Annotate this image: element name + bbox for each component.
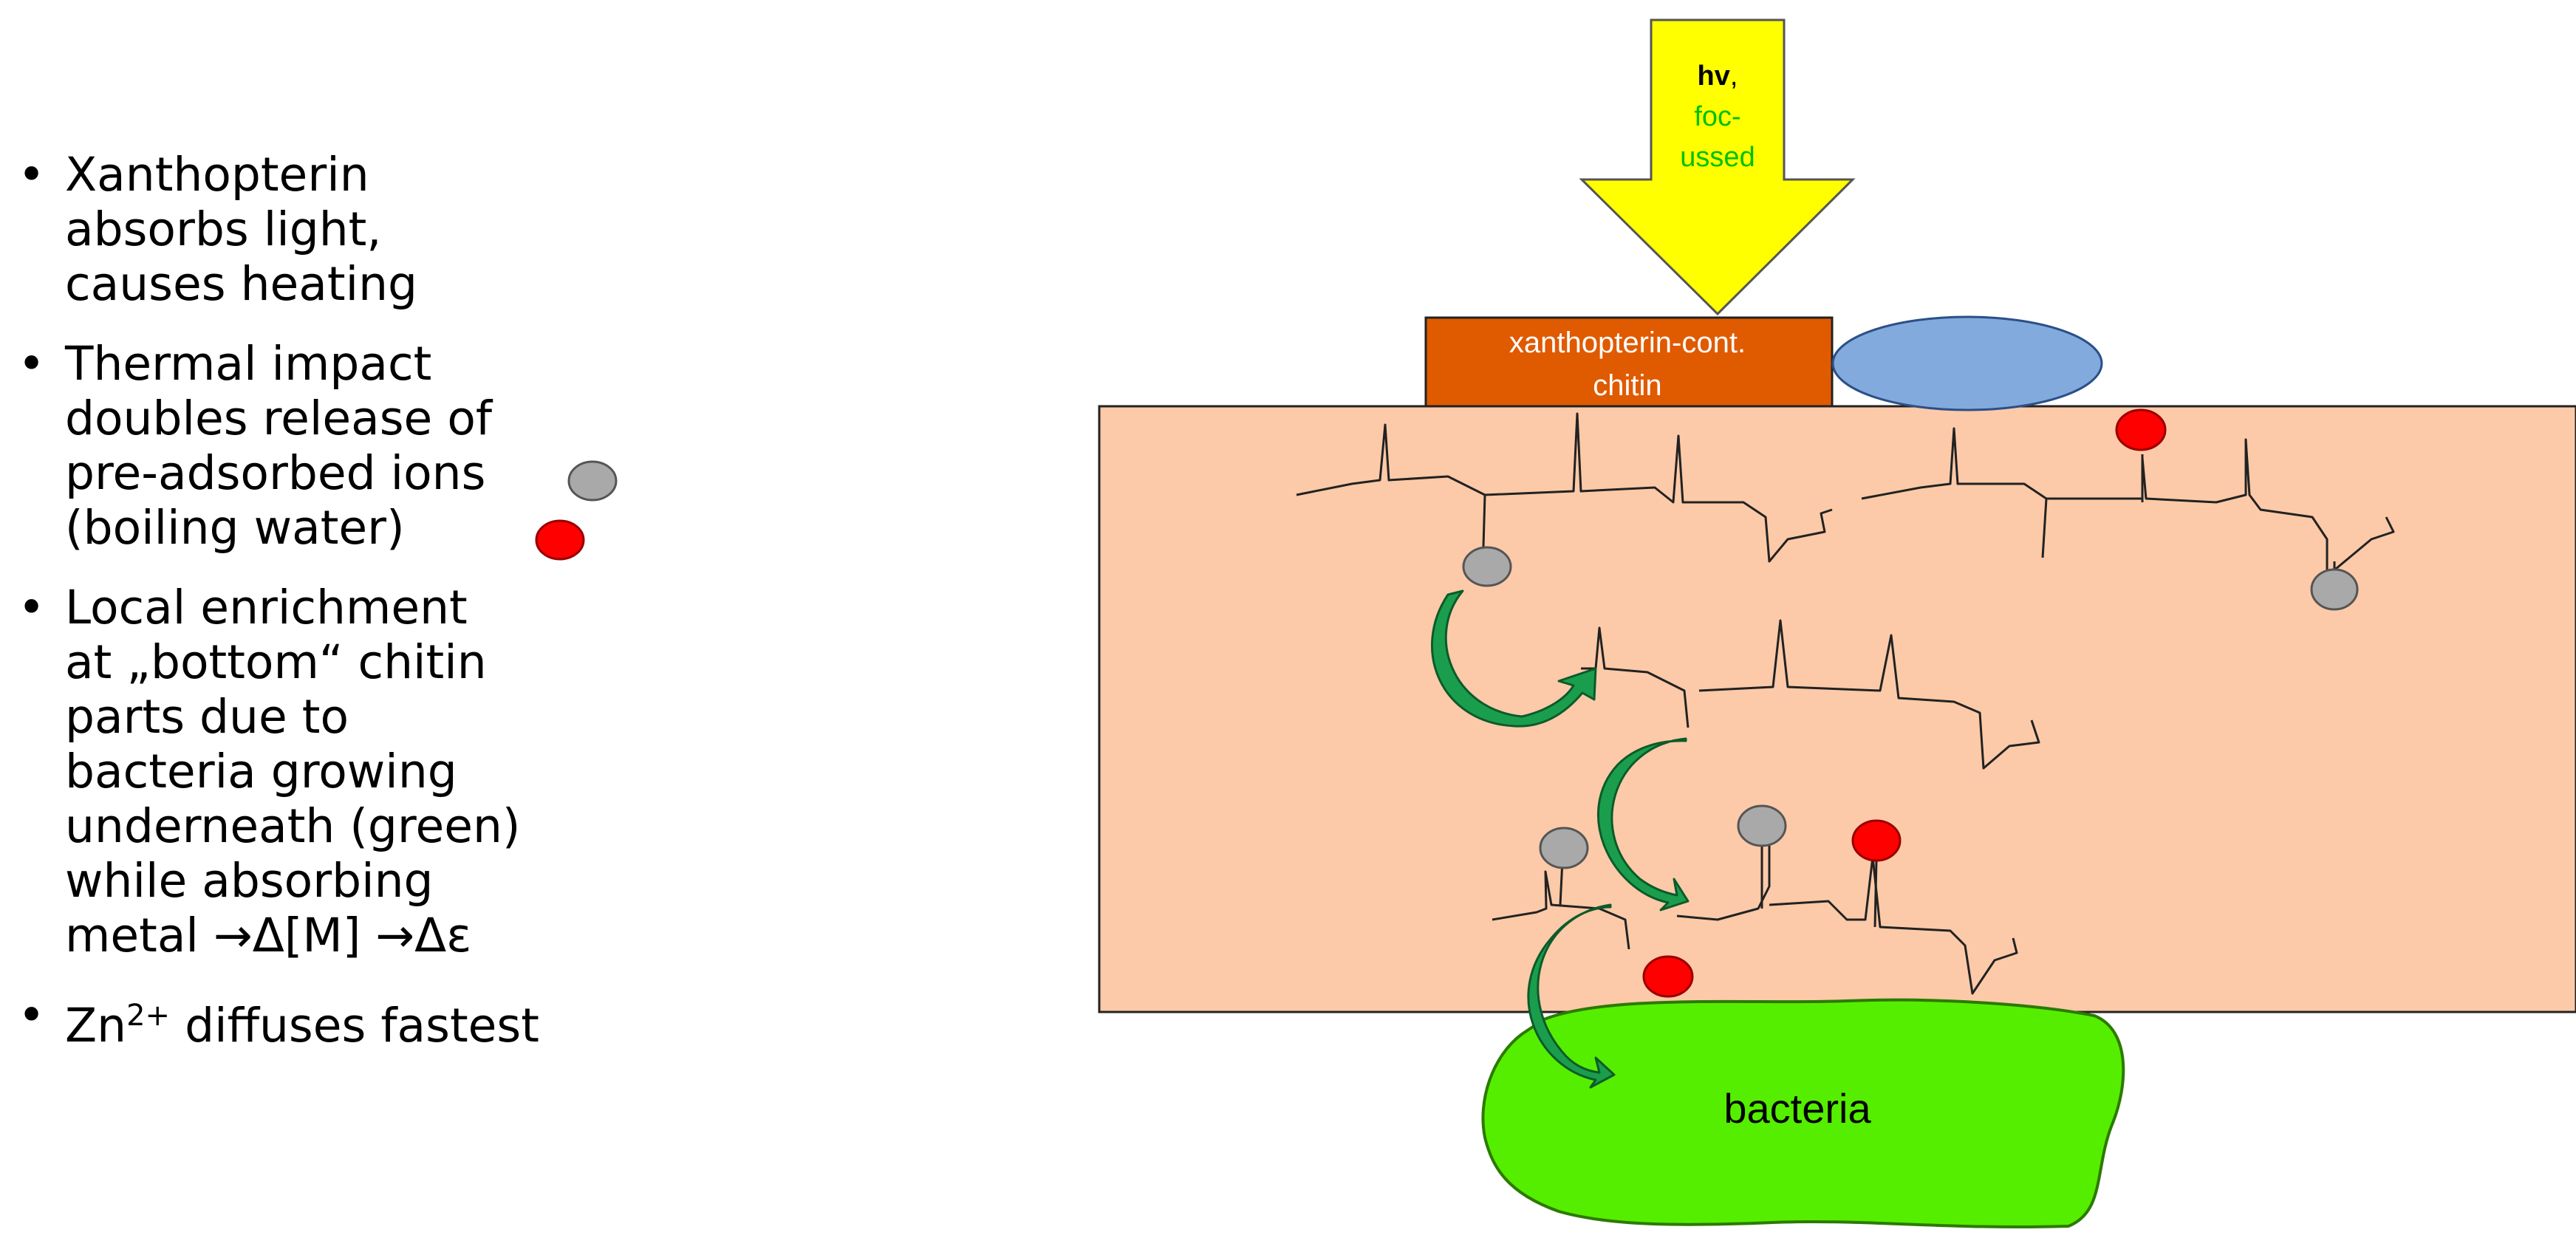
bullet-4-superscript: 2+ [126, 999, 171, 1033]
diffusion-arrow-3-icon [1527, 903, 1616, 1089]
blue-oval [1831, 315, 2103, 411]
bullet-3-line-2: at „bottom“ chitin [65, 635, 487, 689]
red-ion [2115, 408, 2167, 451]
diffusion-arrow-1-icon [1431, 589, 1597, 728]
bullet-2-line-3: pre-adsorbed ions [65, 446, 486, 500]
ion-stick [1873, 860, 1878, 928]
legend-gray-ion [567, 460, 618, 502]
arrow-label-comma: , [1730, 61, 1738, 92]
bullet-1-line-2: absorbs light, [65, 202, 382, 256]
gray-ion [1539, 827, 1589, 869]
gray-ion [1462, 546, 1512, 587]
chitin-chain-4 [1492, 835, 2018, 995]
bullet-dot: • [18, 581, 46, 635]
gray-ion [1737, 804, 1787, 847]
bullet-3-line-3: parts due to [65, 690, 349, 744]
chitin-label-line-2: chitin [1593, 369, 1661, 402]
bullet-2-line-4: (boiling water) [65, 501, 405, 555]
bullet-item-3: • Local enrichment at „bottom“ chitin pa… [7, 581, 569, 963]
arrow-label-hv: hv, [1698, 61, 1738, 92]
arrow-label-line-2: foc- [1694, 101, 1740, 132]
bullet-dot: • [18, 148, 46, 202]
diffusion-arrow-2-icon [1597, 737, 1690, 912]
bullet-2-line-1: Thermal impact [65, 337, 432, 391]
chitin-substrate [1098, 405, 2576, 1013]
bullet-dot: • [18, 337, 46, 391]
bullet-dot: • [18, 988, 46, 1042]
bullet-4-text-rest: diffuses fastest [170, 999, 539, 1053]
arrow-label-line-3: ussed [1680, 142, 1755, 173]
bullet-3-line-1: Local enrichment [65, 581, 468, 635]
bullet-item-4: • Zn2+ diffuses fastest [7, 988, 569, 1053]
chitin-label-line-1: xanthopterin-cont. [1509, 326, 1746, 359]
chitin-chain-2 [1861, 427, 2395, 578]
bacteria-label: bacteria [1723, 1085, 1871, 1132]
gray-ion [2310, 568, 2359, 611]
bullet-item-1: • Xanthopterin absorbs light, causes hea… [7, 148, 569, 312]
bullet-2-line-2: doubles release of [65, 391, 493, 445]
red-ion [1851, 819, 1902, 862]
red-ion [1642, 955, 1694, 998]
xanthopterin-chitin-block [1424, 316, 1834, 408]
bullet-3-line-4: bacteria growing [65, 745, 457, 798]
bullet-list: • Xanthopterin absorbs light, causes hea… [7, 148, 569, 1078]
arrow-label-hv-bold: hv [1698, 61, 1730, 92]
bullet-3-line-5: underneath (green) [65, 799, 521, 853]
bullet-item-2: • Thermal impact doubles release of pre-… [7, 337, 569, 555]
bullet-4-text-zn: Zn [65, 999, 127, 1053]
bacteria-blob [1481, 998, 2125, 1229]
bullet-1-line-1: Xanthopterin [65, 148, 369, 202]
legend-red-ion [535, 519, 585, 561]
bullet-1-line-3: causes heating [65, 257, 418, 311]
light-arrow-icon [1579, 18, 1856, 316]
bullet-3-line-7: metal →Δ[M] →Δε [65, 909, 472, 962]
bullet-3-line-6: while absorbing [65, 854, 434, 908]
chitin-chain-1 [1296, 412, 1833, 573]
